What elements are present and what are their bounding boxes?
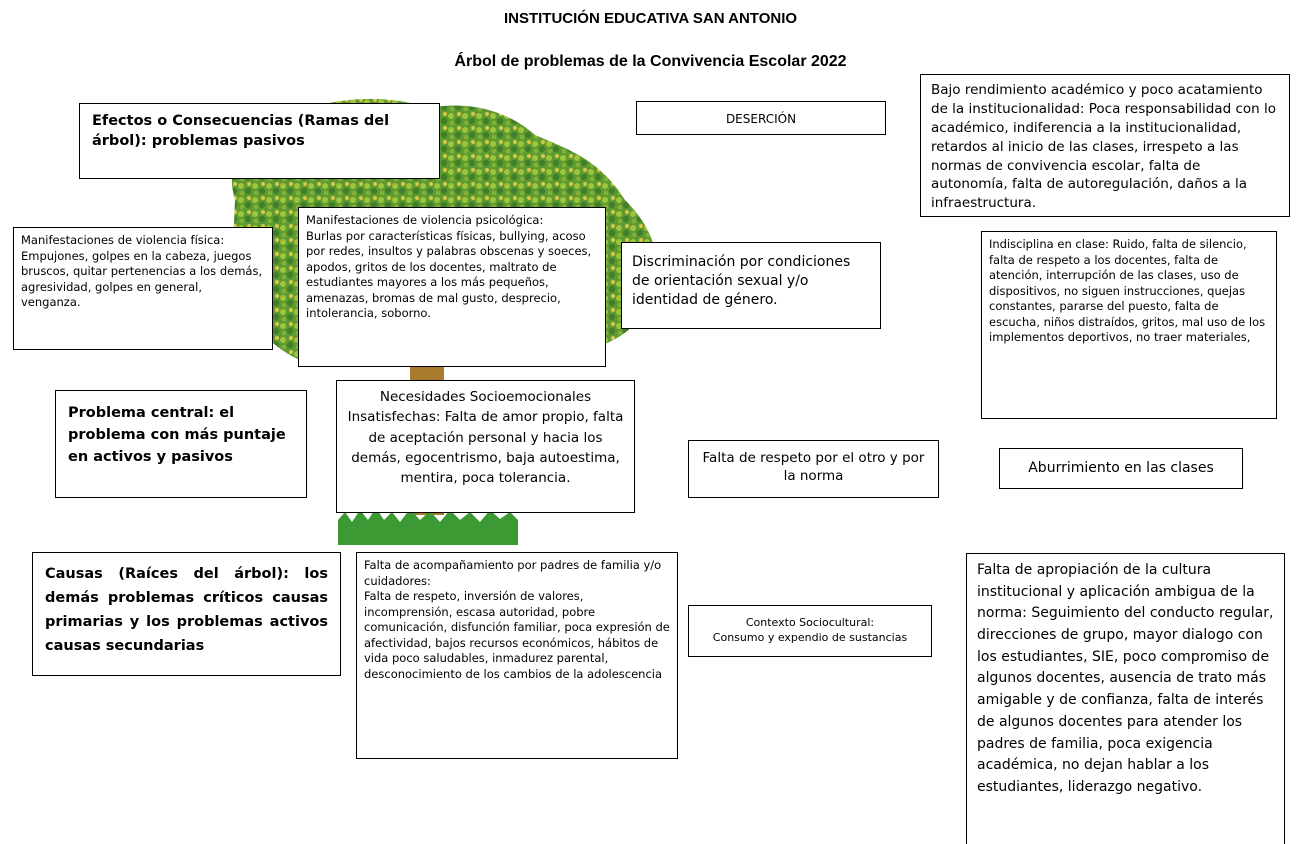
contexto-box: Contexto Sociocultural: Consumo y expend…	[688, 605, 932, 657]
indisciplina-box: Indisciplina en clase: Ruido, falta de s…	[981, 231, 1277, 419]
tree-grass	[338, 508, 518, 545]
discriminacion-box: Discriminación por condiciones de orient…	[621, 242, 881, 329]
apropiacion-box: Falta de apropiación de la cultura insti…	[966, 553, 1285, 844]
violencia-psicologica-box: Manifestaciones de violencia psicológica…	[298, 207, 606, 367]
desercion-box: DESERCIÓN	[636, 101, 886, 135]
acompanamiento-box: Falta de acompañamiento por padres de fa…	[356, 552, 678, 759]
necesidades-box: Necesidades Socioemocionales Insatisfech…	[336, 380, 635, 513]
central-label: Problema central: el problema con más pu…	[55, 390, 307, 498]
effects-label: Efectos o Consecuencias (Ramas del árbol…	[79, 103, 440, 179]
causes-label: Causas (Raíces del árbol): los demás pro…	[32, 552, 341, 676]
aburrimiento-box: Aburrimiento en las clases	[999, 448, 1243, 489]
bajo-rendimiento-box: Bajo rendimiento académico y poco acatam…	[920, 74, 1290, 217]
institution-title: INSTITUCIÓN EDUCATIVA SAN ANTONIO	[503, 10, 798, 27]
diagram-title: Árbol de problemas de la Convivencia Esc…	[454, 53, 847, 70]
falta-respeto-box: Falta de respeto por el otro y por la no…	[688, 440, 939, 498]
violencia-fisica-box: Manifestaciones de violencia física: Emp…	[13, 227, 273, 350]
